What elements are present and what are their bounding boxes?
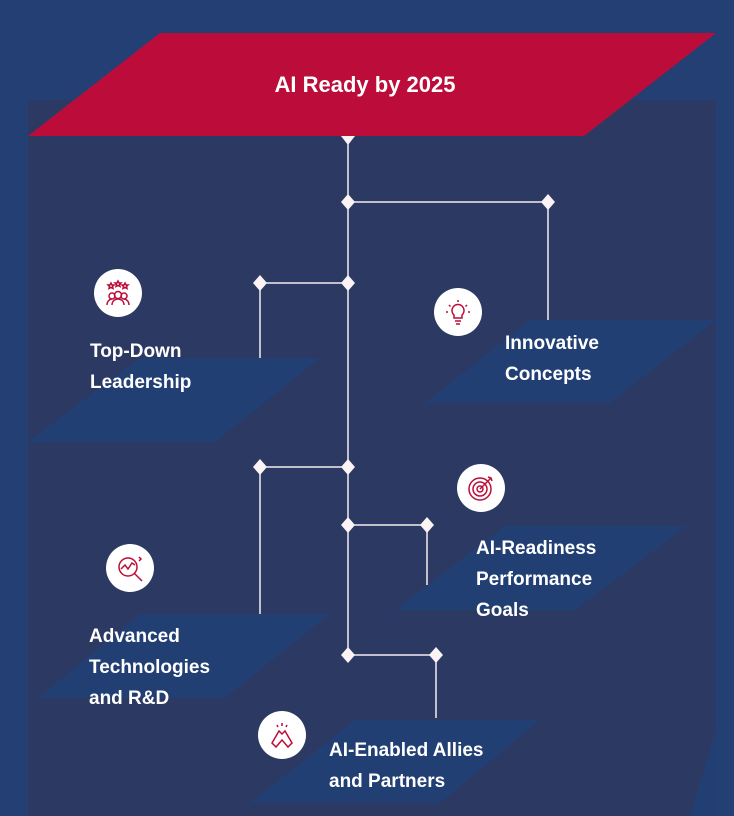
node bbox=[341, 517, 355, 533]
node bbox=[541, 194, 555, 210]
label-line: Performance bbox=[476, 569, 593, 590]
plate-top-down bbox=[28, 358, 320, 442]
plate-readiness bbox=[395, 526, 686, 610]
label-line: Advanced bbox=[89, 626, 180, 647]
diagram-title: AI Ready by 2025 bbox=[274, 72, 456, 97]
label-line: and Partners bbox=[329, 771, 446, 792]
connector-nodes bbox=[253, 136, 555, 663]
analytics-magnifier-icon bbox=[106, 544, 154, 592]
node bbox=[253, 275, 267, 291]
item-ai-readiness-goals: AI-Readiness Performance Goals bbox=[476, 533, 596, 626]
label-line: Technologies bbox=[89, 657, 211, 678]
label-line: Goals bbox=[476, 600, 529, 621]
label-line: Top-Down bbox=[90, 341, 182, 362]
label-line: AI-Readiness bbox=[476, 538, 597, 559]
plate-innovative bbox=[425, 320, 716, 403]
node bbox=[341, 275, 355, 291]
plate-allies bbox=[250, 720, 540, 803]
item-top-down-leadership: Top-Down Leadership bbox=[90, 336, 191, 398]
team-stars-icon bbox=[94, 269, 142, 317]
node bbox=[341, 194, 355, 210]
item-advanced-technologies: Advanced Technologies and R&D bbox=[89, 621, 210, 714]
node bbox=[420, 517, 434, 533]
label-line: AI-Enabled Allies bbox=[329, 740, 484, 761]
label-line: Concepts bbox=[505, 364, 592, 385]
item-ai-enabled-allies: AI-Enabled Allies and Partners bbox=[329, 735, 484, 797]
node bbox=[429, 647, 443, 663]
node bbox=[341, 459, 355, 475]
label-line: and R&D bbox=[89, 688, 170, 709]
node bbox=[253, 459, 267, 475]
corner-plate bbox=[690, 730, 716, 816]
node bbox=[341, 647, 355, 663]
target-icon bbox=[457, 464, 505, 512]
item-innovative-concepts: Innovative Concepts bbox=[505, 328, 599, 390]
title-banner bbox=[28, 33, 716, 136]
handshake-icon bbox=[258, 711, 306, 759]
lightbulb-icon bbox=[434, 288, 482, 336]
label-line: Innovative bbox=[505, 333, 599, 354]
label-line: Leadership bbox=[90, 372, 192, 393]
plate-advanced bbox=[38, 614, 330, 698]
